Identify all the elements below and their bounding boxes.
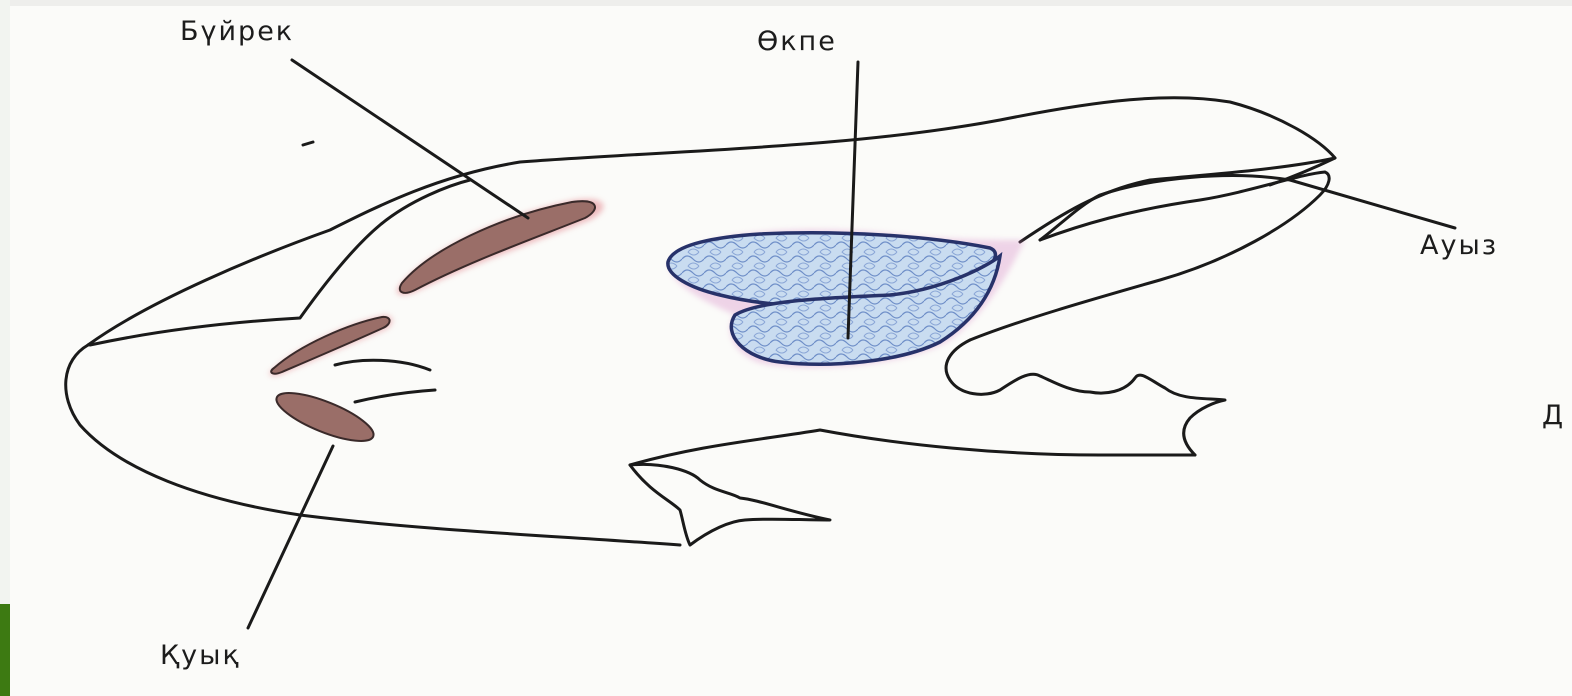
kidney-shape [400, 201, 595, 293]
bladder-label: Қуық [160, 640, 241, 671]
right-arm [946, 340, 1225, 455]
back-contour [88, 98, 1335, 345]
kidney-lower-shape [271, 317, 389, 374]
cloaca-line-lower [355, 390, 435, 402]
bladder-shape [271, 384, 379, 451]
upper-arm [970, 172, 1329, 340]
head-front-contour [66, 345, 680, 545]
kidney-label: Бүйрек [180, 16, 294, 47]
bladder-organ [271, 384, 379, 451]
belly-contour [630, 430, 1195, 465]
bladder-pointer [248, 446, 333, 628]
mouth-label: Ауыз [1420, 230, 1498, 261]
cloaca-line-upper [335, 360, 430, 370]
lung-label: Өкпе [757, 26, 837, 57]
inner-line [90, 180, 470, 345]
kidney-organ [397, 199, 604, 295]
lung-organ [668, 230, 1025, 368]
front-foot [630, 464, 830, 545]
mark-tick [303, 142, 313, 145]
mouth-pointer [1290, 180, 1455, 228]
kidney-lower-segment [269, 315, 392, 376]
body-outline [66, 98, 1335, 545]
cut-off-label: Д [1542, 400, 1565, 431]
